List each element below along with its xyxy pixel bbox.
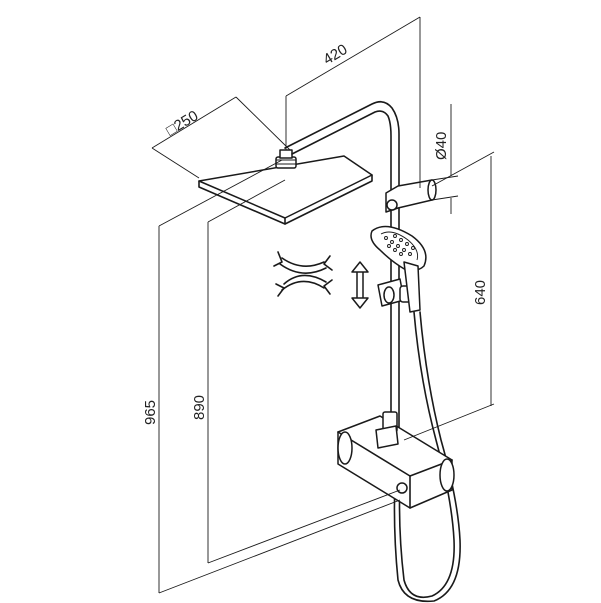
rotate-arrows-icon: [273, 251, 333, 297]
dimension-pipe-diameter: Ø40: [431, 104, 459, 214]
dimension-label-height-890: 890: [191, 395, 208, 420]
dimension-label-pipe-diameter: Ø40: [433, 132, 450, 160]
spray-nozzles: [384, 234, 415, 256]
dimension-label-height-965: 965: [142, 400, 159, 425]
dimension-label-slide-rail: 640: [472, 280, 489, 305]
dimension-slide-rail: 640: [403, 151, 495, 441]
shower-hose: [393, 311, 461, 603]
dimension-height-890: 890: [191, 179, 401, 564]
dimension-label-arm-reach: 420: [320, 41, 350, 68]
vertical-adjust-arrow-icon: [351, 261, 369, 309]
dimension-height-965: 965: [142, 159, 401, 594]
pipe-clamp: [385, 179, 437, 213]
thermostatic-mixer: [337, 411, 455, 509]
dimension-label-head-square: □250: [163, 107, 201, 139]
shower-arm: [284, 100, 400, 441]
hand-shower: [370, 225, 427, 313]
head-connector: [275, 149, 297, 169]
dimension-head-square: □250: [151, 96, 291, 179]
